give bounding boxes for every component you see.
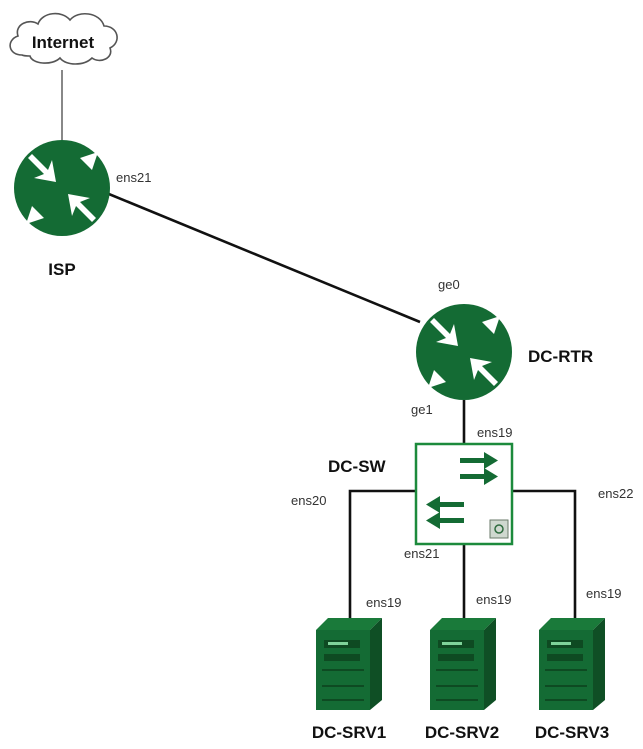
link-dcsw-dcsrv3 (512, 489, 577, 618)
router-icon (416, 304, 512, 400)
server-icon (538, 617, 606, 711)
server-dc-srv1[interactable] (315, 617, 383, 711)
port-label-srv1-ens19: ens19 (366, 595, 401, 610)
server-dc-srv2[interactable] (429, 617, 497, 711)
port-label-isp-ens21: ens21 (116, 170, 151, 185)
port-label-sw-ens22: ens22 (598, 486, 633, 501)
internet-cloud: Internet (9, 12, 118, 65)
server-dc-srv3[interactable] (538, 617, 606, 711)
server-icon (315, 617, 383, 711)
switch-icon (414, 442, 514, 546)
dc-srv3-label: DC-SRV3 (535, 723, 609, 742)
isp-label: ISP (48, 260, 75, 279)
port-label-rtr-ge1: ge1 (411, 402, 433, 417)
dc-rtr-label: DC-RTR (528, 347, 593, 366)
router-isp[interactable] (14, 140, 110, 236)
port-label-sw-ens20: ens20 (291, 493, 326, 508)
router-dc-rtr[interactable] (416, 304, 512, 400)
dc-srv1-label: DC-SRV1 (312, 723, 386, 742)
router-icon (14, 140, 110, 236)
cloud-icon (9, 12, 118, 65)
port-label-srv3-ens19: ens19 (586, 586, 621, 601)
dc-srv2-label: DC-SRV2 (425, 723, 499, 742)
server-icon (429, 617, 497, 711)
cloud-label: Internet (32, 33, 95, 52)
port-label-rtr-ge0: ge0 (438, 277, 460, 292)
port-label-sw-ens19: ens19 (477, 425, 512, 440)
link-dcsw-dcsrv1 (348, 489, 416, 618)
port-label-srv2-ens19: ens19 (476, 592, 511, 607)
link-isp-dcrtr (103, 190, 421, 324)
port-label-sw-ens21: ens21 (404, 546, 439, 561)
dc-sw-label: DC-SW (328, 457, 387, 476)
switch-dc-sw[interactable] (414, 442, 514, 546)
